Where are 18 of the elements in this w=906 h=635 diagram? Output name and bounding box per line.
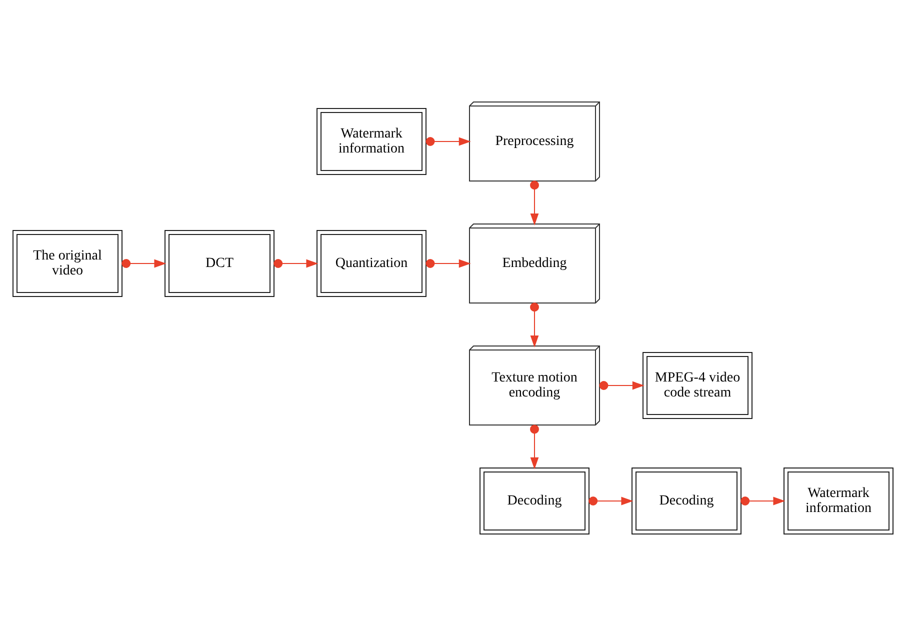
node-box: Decoding [632,467,742,534]
arrow [426,136,471,146]
node-box: The original video [12,230,122,296]
arrow [122,258,166,268]
node-box: Watermark information [316,108,426,174]
arrow [599,380,644,390]
arrow [530,180,539,225]
node-box: Quantization [316,230,426,296]
node-box: MPEG-4 video code stream [642,352,752,418]
node-box: DCT [164,230,274,296]
arrow [426,258,471,268]
arrow [274,258,318,268]
arrow [740,496,786,505]
arrow [588,496,634,505]
node-box: Decoding [480,467,590,534]
arrow [530,302,539,347]
node-box: Watermark information [784,467,894,534]
arrow [530,424,539,469]
